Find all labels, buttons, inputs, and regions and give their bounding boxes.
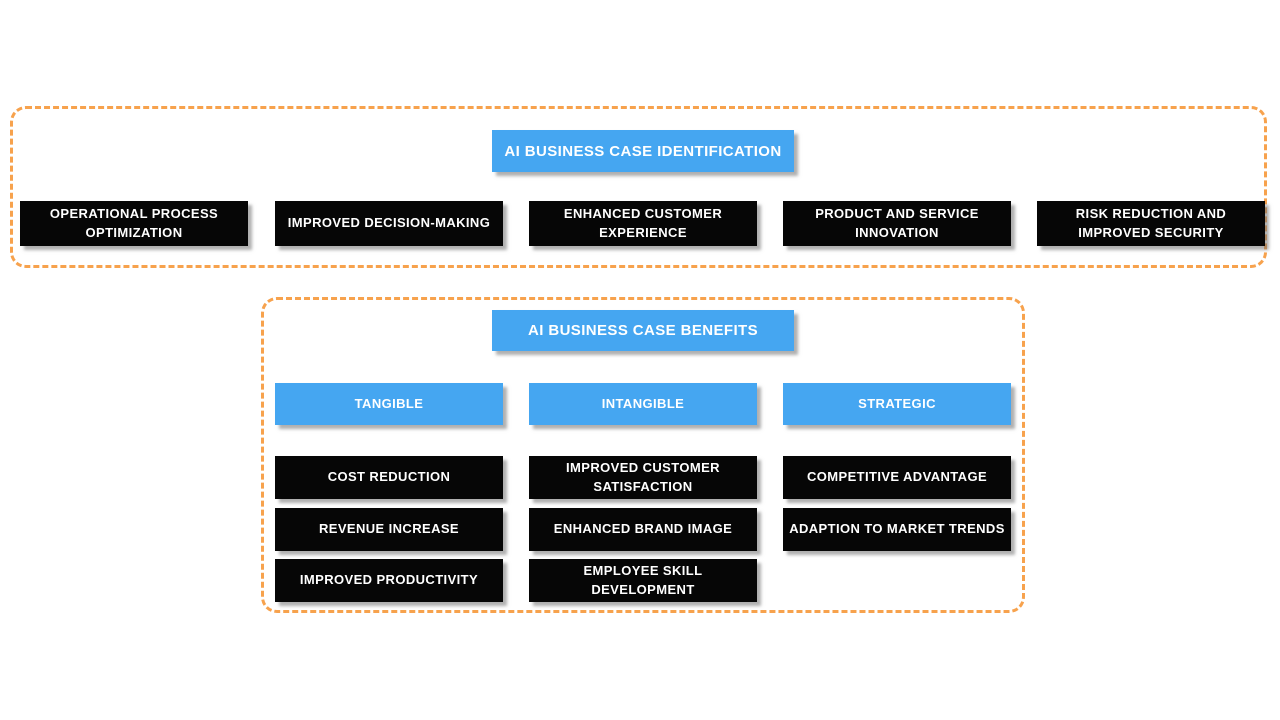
identification-item-operational-process-optimization: OPERATIONAL PROCESS OPTIMIZATION: [20, 201, 248, 246]
benefit-item-competitive-advantage: COMPETITIVE ADVANTAGE: [783, 456, 1011, 499]
benefit-item-revenue-increase: REVENUE INCREASE: [275, 508, 503, 551]
benefits-category-intangible: INTANGIBLE: [529, 383, 757, 425]
identification-title: AI BUSINESS CASE IDENTIFICATION: [492, 130, 794, 172]
identification-item-risk-reduction-improved-security: RISK REDUCTION AND IMPROVED SECURITY: [1037, 201, 1265, 246]
benefit-item-adaption-to-market-trends: ADAPTION TO MARKET TRENDS: [783, 508, 1011, 551]
identification-item-product-and-service-innovation: PRODUCT AND SERVICE INNOVATION: [783, 201, 1011, 246]
benefit-item-improved-customer-satisfaction: IMPROVED CUSTOMER SATISFACTION: [529, 456, 757, 499]
benefit-item-enhanced-brand-image: ENHANCED BRAND IMAGE: [529, 508, 757, 551]
identification-panel: [10, 106, 1267, 268]
benefits-category-strategic: STRATEGIC: [783, 383, 1011, 425]
benefits-panel: [261, 297, 1025, 613]
benefit-item-employee-skill-development: EMPLOYEE SKILL DEVELOPMENT: [529, 559, 757, 602]
identification-item-improved-decision-making: IMPROVED DECISION-MAKING: [275, 201, 503, 246]
benefit-item-improved-productivity: IMPROVED PRODUCTIVITY: [275, 559, 503, 602]
benefit-item-cost-reduction: COST REDUCTION: [275, 456, 503, 499]
identification-item-enhanced-customer-experience: ENHANCED CUSTOMER EXPERIENCE: [529, 201, 757, 246]
benefits-category-tangible: TANGIBLE: [275, 383, 503, 425]
benefits-title: AI BUSINESS CASE BENEFITS: [492, 310, 794, 351]
